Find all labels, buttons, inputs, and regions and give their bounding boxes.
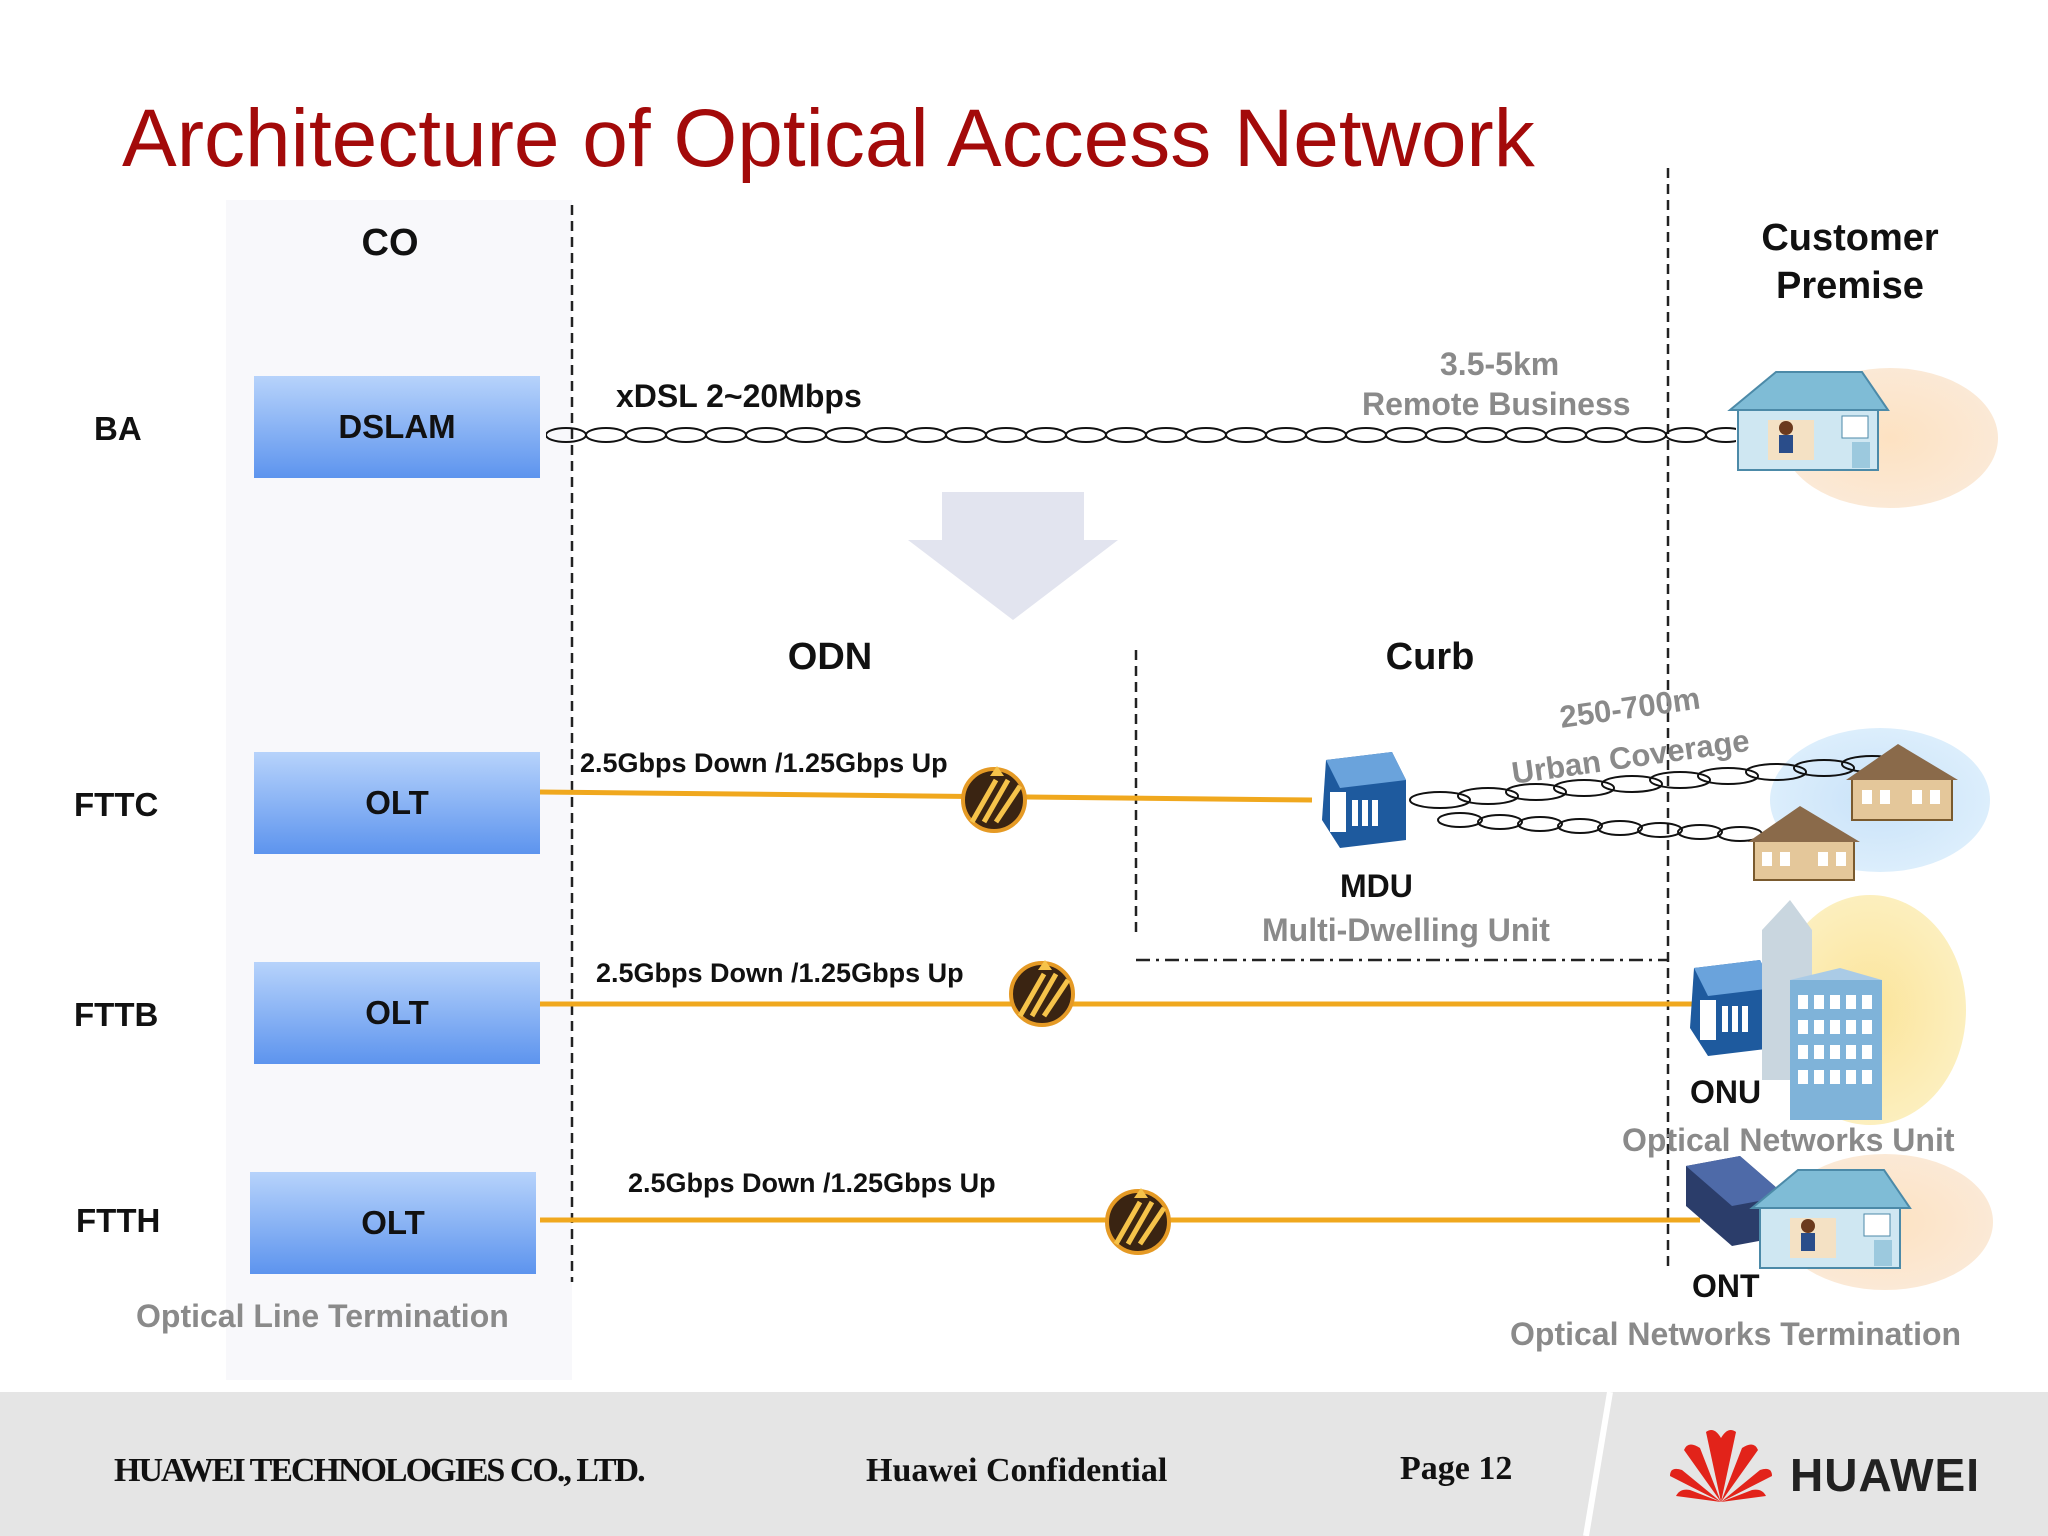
mdu-description: Multi-Dwelling Unit <box>1262 912 1550 948</box>
co-header: CO <box>361 222 419 264</box>
ftth-splitter-icon <box>1105 1188 1171 1255</box>
row-label-ba: BA <box>94 410 142 447</box>
fttc-splitter-icon <box>961 766 1027 833</box>
fttb-splitter-icon <box>1009 960 1075 1027</box>
olt-box-ftth: OLT <box>250 1172 536 1274</box>
page-title: Architecture of Optical Access Network <box>122 93 1535 184</box>
footer-bar <box>0 1392 2048 1536</box>
ftth-house-icon <box>1749 1169 1912 1269</box>
footer-confidential: Huawei Confidential <box>866 1452 1168 1489</box>
huawei-logo-text: HUAWEI <box>1790 1449 1980 1501</box>
down-arrow-icon <box>908 492 1118 620</box>
fttc-houses-icon <box>1748 744 1958 881</box>
olt-description: Optical Line Termination <box>136 1298 509 1334</box>
ba-distance: 3.5-5km <box>1440 346 1560 382</box>
ont-label: ONT <box>1692 1268 1760 1304</box>
customer-premise-header: Customer Premise <box>1761 217 1939 307</box>
odn-header: ODN <box>787 636 873 678</box>
ba-coverage: Remote Business <box>1362 386 1631 422</box>
ba-link-label: xDSL 2~20Mbps <box>616 378 862 414</box>
mdu-device-icon <box>1322 752 1406 848</box>
row-label-fttc: FTTC <box>74 786 159 823</box>
ftth-link-label: 2.5Gbps Down /1.25Gbps Up <box>628 1168 996 1198</box>
row-label-ftth: FTTH <box>76 1202 161 1239</box>
ont-description: Optical Networks Termination <box>1510 1316 1962 1352</box>
curb-header: Curb <box>1385 636 1475 678</box>
fttc-link-label: 2.5Gbps Down /1.25Gbps Up <box>580 748 948 778</box>
footer-page: Page 12 <box>1400 1450 1513 1487</box>
olt-box-fttc: OLT <box>254 752 540 854</box>
dslam-box: DSLAM <box>254 376 540 478</box>
footer-company: HUAWEI TECHNOLOGIES CO., LTD. <box>114 1452 646 1489</box>
onu-description: Optical Networks Unit <box>1622 1122 1955 1158</box>
office-building-icon <box>1762 900 1882 1120</box>
fttb-link-label: 2.5Gbps Down /1.25Gbps Up <box>596 958 964 988</box>
footer-divider <box>1583 1392 1613 1536</box>
huawei-logo-icon <box>1670 1430 1772 1502</box>
ba-twisted-pair <box>546 422 1736 448</box>
mdu-label: MDU <box>1340 868 1413 904</box>
onu-device-icon <box>1690 960 1774 1056</box>
olt-box-fttb: OLT <box>254 962 540 1064</box>
ba-house-icon <box>1727 371 1890 471</box>
row-label-fttb: FTTB <box>74 996 159 1033</box>
onu-label: ONU <box>1690 1074 1762 1110</box>
fttc-fiber <box>539 789 1313 803</box>
